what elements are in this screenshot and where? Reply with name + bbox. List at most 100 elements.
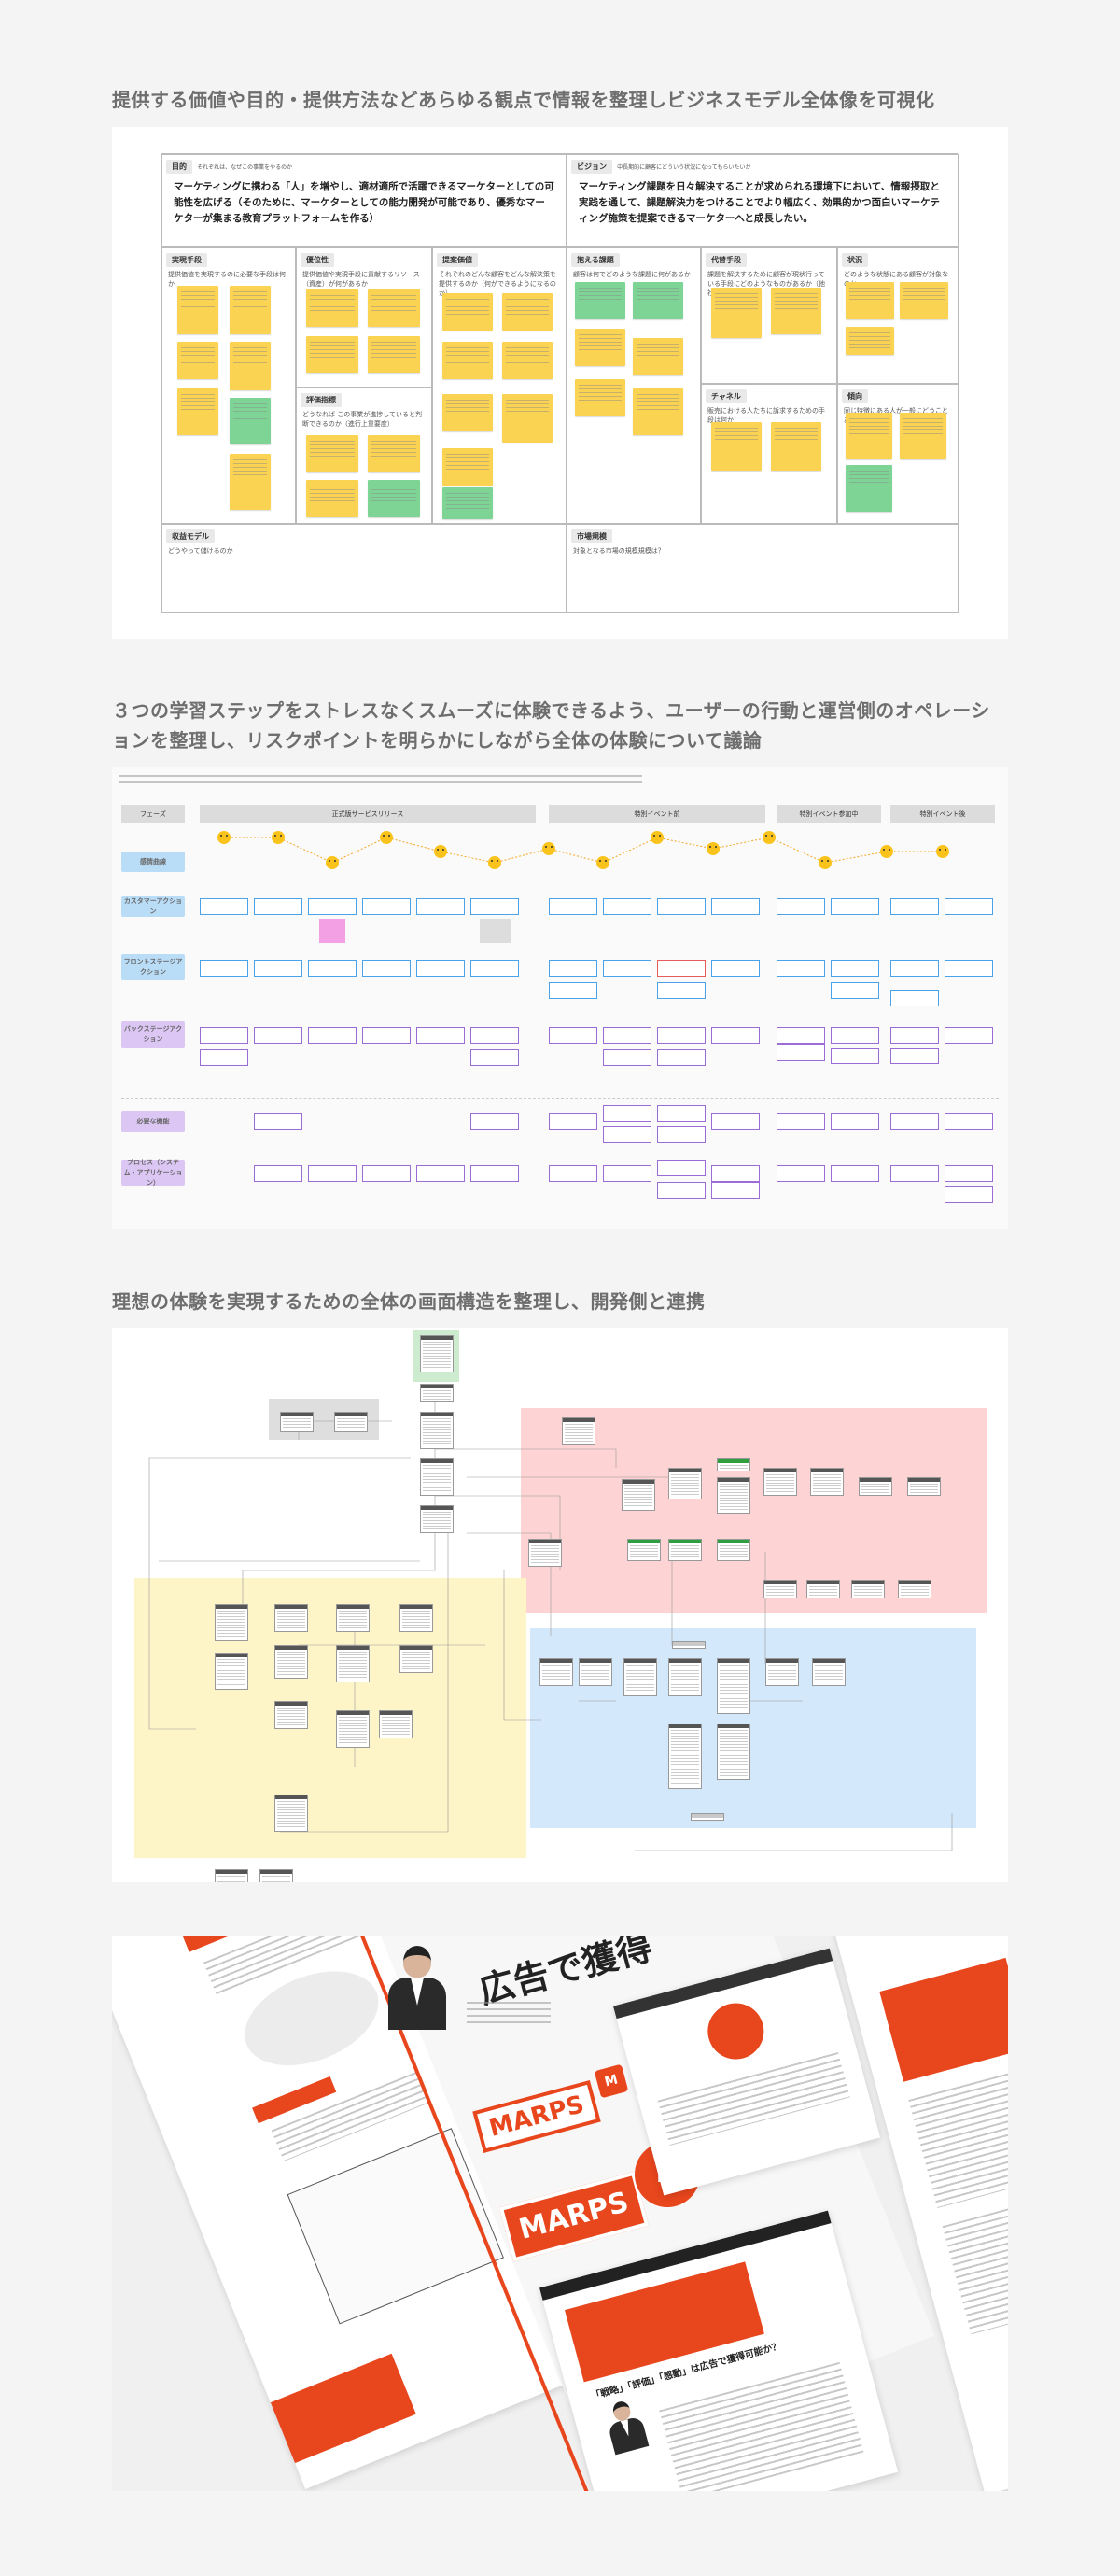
lane-emotion-curve: 感情曲線 xyxy=(121,852,185,872)
phase-before-event: 特別イベント前 xyxy=(549,805,765,823)
frontstage-card xyxy=(200,960,248,977)
customer-action-card xyxy=(945,898,993,915)
backstage-card xyxy=(549,1027,597,1044)
bmc-vision: ビジョン 中長期的に顧客にどういう状況になってもらいたいか マーケティング課題を… xyxy=(567,154,959,247)
emotion-face-icon xyxy=(936,845,949,858)
emotion-face-icon xyxy=(819,856,832,869)
screen-node xyxy=(765,1658,799,1686)
sticky-note xyxy=(633,388,683,435)
backstage-card xyxy=(362,1027,411,1044)
screen-node xyxy=(334,1412,368,1432)
screen-node xyxy=(420,1458,454,1496)
screen-node xyxy=(623,1658,657,1696)
process-card xyxy=(831,1165,879,1182)
business-model-canvas-panel: 目的 それぞれは、なぜこの事業をやるのか マーケティングに携わる「人」を増やし、… xyxy=(112,127,1008,639)
customer-action-card xyxy=(200,898,248,915)
screen-node xyxy=(717,1724,750,1780)
feature-card xyxy=(657,1105,706,1122)
bmc-advantage-sub: 提供価値や実現手段に貢献するリソース（資産）が何があるか xyxy=(302,271,420,288)
screen-node xyxy=(717,1458,750,1471)
sticky-note xyxy=(230,454,271,510)
bmc-purpose-text: マーケティングに携わる「人」を増やし、適材適所で活躍できるマーケターとしての可能… xyxy=(174,181,554,224)
sticky-note xyxy=(177,342,218,379)
bmc-market-size-sub: 対象となる市場の規模規模は？ xyxy=(573,547,665,555)
screen-node xyxy=(274,1795,308,1832)
business-model-canvas: 目的 それぞれは、なぜこの事業をやるのか マーケティングに携わる「人」を増やし、… xyxy=(161,153,959,613)
backstage-card xyxy=(470,1049,519,1066)
bmc-alternatives-label: 代替手段 xyxy=(706,253,747,267)
screen-node xyxy=(668,1468,702,1499)
backstage-card xyxy=(777,1027,825,1044)
sticky-note xyxy=(368,480,420,517)
screen-node xyxy=(280,1412,314,1432)
sticky-note xyxy=(502,342,553,379)
frontstage-card-risk xyxy=(657,960,706,977)
article-text xyxy=(659,2361,864,2491)
backstage-card xyxy=(945,1027,993,1044)
customer-action-card xyxy=(254,898,302,915)
lane-backstage-action: バックステージアクション xyxy=(121,1021,185,1048)
process-card xyxy=(657,1182,706,1199)
bmc-means: 実現手段 提供価値を実現するのに必要な手段は何か xyxy=(161,247,296,524)
screen-node xyxy=(528,1539,562,1567)
emotion-face-icon xyxy=(380,831,393,844)
emotion-face-icon xyxy=(596,856,609,869)
bmc-problems-sub: 顧客は何でどのような課題に何があるか xyxy=(573,271,691,278)
sticky-note xyxy=(442,448,493,486)
lp-left-orange-cta xyxy=(270,2353,416,2464)
comment-note xyxy=(480,919,511,943)
customer-action-card xyxy=(831,898,879,915)
screen-node xyxy=(717,1477,750,1514)
screen-node xyxy=(717,1658,750,1714)
feature-card xyxy=(777,1113,825,1130)
section-heading-screen-structure: 理想の体験を実現するための全体の画面構造を整理し、開発側と連携 xyxy=(112,1290,706,1313)
screen-node xyxy=(691,1813,724,1821)
process-card xyxy=(308,1165,357,1182)
frontstage-card xyxy=(603,960,651,977)
speaker-photo xyxy=(385,1946,450,2030)
phase-during-event: 特別イベント参加中 xyxy=(777,805,881,823)
frontstage-card xyxy=(657,982,706,999)
emotion-face-icon xyxy=(217,831,231,844)
frontstage-card xyxy=(890,960,939,977)
customer-action-card xyxy=(890,898,939,915)
screen-node xyxy=(420,1505,454,1533)
feature-card xyxy=(549,1113,597,1130)
screen-node xyxy=(672,1641,706,1649)
sticky-note xyxy=(230,342,271,390)
process-card xyxy=(362,1165,411,1182)
screen-node xyxy=(420,1412,454,1449)
site-right-hero xyxy=(879,1957,1008,2082)
feature-card xyxy=(711,1113,760,1130)
sticky-note xyxy=(368,435,420,472)
sticky-note xyxy=(711,288,762,338)
bmc-alternatives: 代替手段 課題を解決するために顧客が現状行っている手段にどのようなものがあるか（… xyxy=(701,247,837,384)
process-card xyxy=(603,1165,651,1182)
phase-official-release: 正式版サービスリリース xyxy=(200,805,536,823)
emotion-face-icon xyxy=(542,842,555,855)
bmc-advantage: 優位性 提供価値や実現手段に貢献するリソース（資産）が何があるか xyxy=(296,247,432,387)
emotion-face-icon xyxy=(434,845,447,858)
screen-node xyxy=(812,1658,846,1686)
process-card xyxy=(549,1165,597,1182)
bmc-market-size-label: 市場規模 xyxy=(571,529,612,543)
screen-node xyxy=(898,1580,931,1598)
screen-node xyxy=(810,1468,844,1496)
lane-customer-action: カスタマーアクション xyxy=(121,896,185,917)
journey-notes xyxy=(119,775,642,788)
frontstage-card xyxy=(549,982,597,999)
frontstage-card xyxy=(890,990,939,1006)
sticky-note xyxy=(633,282,683,319)
backstage-card xyxy=(603,1027,651,1044)
site-right-text xyxy=(942,2182,1008,2335)
screen-node xyxy=(420,1335,454,1372)
bmc-channel-sub: 販売における人たちに訴求するための手段は何か xyxy=(707,407,825,424)
bmc-vision-label: ビジョン xyxy=(571,160,612,174)
screen-node xyxy=(336,1645,370,1682)
feature-card xyxy=(470,1113,519,1130)
customer-action-card xyxy=(603,898,651,915)
screen-node xyxy=(420,1384,454,1402)
customer-action-card xyxy=(470,898,519,915)
bmc-situation-label: 状況 xyxy=(842,253,868,267)
bmc-situation: 状況 どのような状態にある顧客が対象なのか xyxy=(837,247,959,384)
